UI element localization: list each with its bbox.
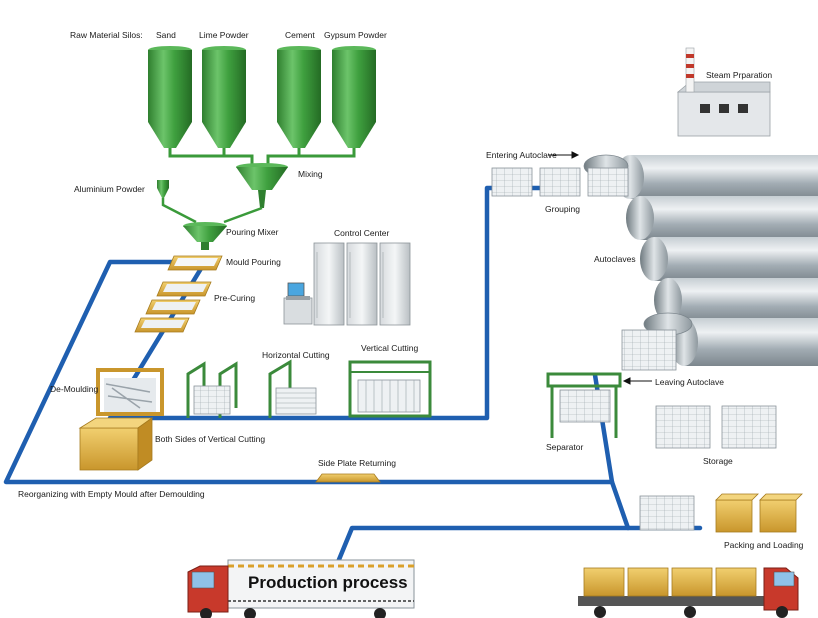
mixing-tank (236, 163, 288, 208)
label-steam-preparation: Steam Prparation (706, 70, 772, 80)
pre-curing-moulds (134, 281, 212, 333)
silo-sand (148, 46, 192, 148)
pre-curing-mould (156, 281, 212, 297)
aluminium-powder-hopper (157, 180, 263, 224)
steam-preparation-plant (676, 47, 771, 137)
control-console (283, 282, 313, 325)
label-storage: Storage (703, 456, 733, 466)
label-lime-powder: Lime Powder (199, 30, 249, 40)
leaving-autoclave-blocks (621, 329, 677, 371)
left-truck: Production process (187, 559, 415, 618)
label-control-center: Control Center (334, 228, 389, 238)
autoclave-tube (670, 318, 818, 366)
both-sides-cutting-frame (186, 361, 238, 418)
horizontal-cutting-frame (268, 359, 317, 418)
silo-lime-powder (202, 46, 246, 148)
label-pre-curing: Pre-Curing (214, 293, 255, 303)
label-cement: Cement (285, 30, 315, 40)
label-mould-pouring: Mould Pouring (226, 257, 281, 267)
process-labels: Raw Material Silos: Sand Lime Powder Cem… (18, 30, 804, 550)
conveyor-to-truck (335, 525, 631, 565)
label-pouring-mixer: Pouring Mixer (226, 227, 279, 237)
autoclave-tube (640, 237, 818, 281)
packed-pallet (715, 493, 759, 533)
label-leaving-autoclave: Leaving Autoclave (655, 377, 724, 387)
empty-mould (78, 417, 154, 471)
label-side-plate-returning: Side Plate Returning (318, 458, 396, 468)
label-de-moulding: De-Moulding (50, 384, 98, 394)
autoclave-tube (626, 196, 818, 240)
label-separator: Separator (546, 442, 583, 452)
mould-pouring-unit (167, 255, 223, 271)
label-vertical-cutting: Vertical Cutting (361, 343, 418, 353)
right-truck (578, 567, 799, 618)
label-sand: Sand (156, 30, 176, 40)
label-reorganizing: Reorganizing with Empty Mould after Demo… (18, 489, 205, 499)
grouping-blocks (491, 167, 629, 197)
vertical-cutting-frame (348, 360, 432, 418)
label-packing-and-loading: Packing and Loading (724, 540, 804, 550)
control-center (283, 242, 411, 326)
label-entering-autoclave: Entering Autoclave (486, 150, 557, 160)
autoclaves (583, 154, 818, 366)
label-both-sides-vertical-cutting: Both Sides of Vertical Cutting (155, 434, 265, 444)
label-raw-material-silos: Raw Material Silos: (70, 30, 143, 40)
pre-curing-mould (145, 299, 201, 315)
autoclave-tube (616, 155, 818, 199)
side-plate (315, 473, 381, 483)
silo-gypsum-powder (332, 46, 376, 148)
packing-blocks (639, 493, 803, 533)
packed-pallet (759, 493, 803, 533)
de-moulding-frame (96, 368, 164, 416)
pre-curing-mould (134, 317, 190, 333)
label-aluminium-powder: Aluminium Powder (74, 184, 145, 194)
silo-cement (277, 46, 321, 148)
silo-pipes (168, 148, 356, 164)
storage-blocks (655, 405, 777, 449)
process-arrows (548, 151, 652, 385)
label-autoclaves: Autoclaves (594, 254, 636, 264)
label-horizontal-cutting: Horizontal Cutting (262, 350, 330, 360)
label-grouping: Grouping (545, 204, 580, 214)
separator-frame (546, 372, 622, 438)
production-process-title: Production process (248, 573, 408, 592)
raw-material-silos (148, 46, 376, 250)
autoclave-tube (654, 278, 818, 322)
label-mixing: Mixing (298, 169, 323, 179)
label-gypsum-powder: Gypsum Powder (324, 30, 387, 40)
pouring-mixer (183, 222, 227, 250)
